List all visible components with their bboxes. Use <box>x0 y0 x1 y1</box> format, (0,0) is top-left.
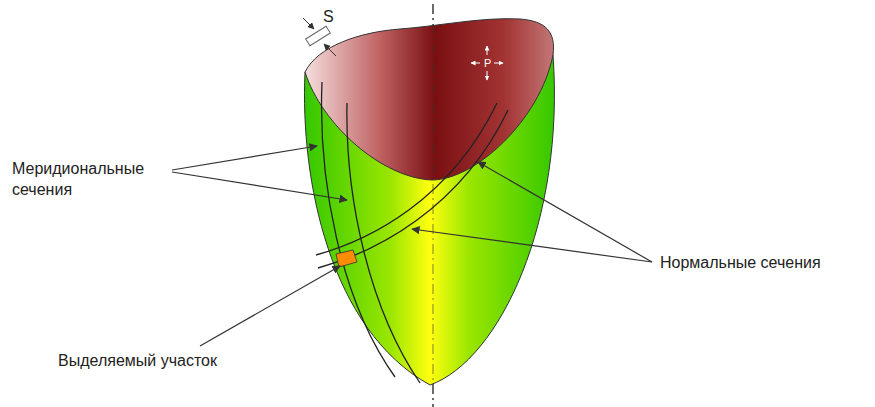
thickness-marker <box>306 26 331 46</box>
thickness-arrow <box>324 44 336 56</box>
meridional-section <box>347 103 420 383</box>
part-label: Нормальные сечения <box>660 252 821 273</box>
pressure-label: P <box>484 57 491 69</box>
selected-element <box>336 250 357 267</box>
pressure-arrows <box>471 46 503 80</box>
thickness-arrow <box>303 18 314 29</box>
shell-interior <box>305 19 554 180</box>
leader-lines <box>172 146 652 346</box>
normal-section <box>318 110 508 268</box>
normal-section <box>316 103 497 255</box>
axis-line <box>432 4 433 407</box>
part-label: Меридиональные сечения <box>12 158 167 200</box>
axis-line <box>433 4 434 407</box>
part-label: Выделяемый участок <box>58 350 217 371</box>
thickness-label: S <box>323 6 334 27</box>
